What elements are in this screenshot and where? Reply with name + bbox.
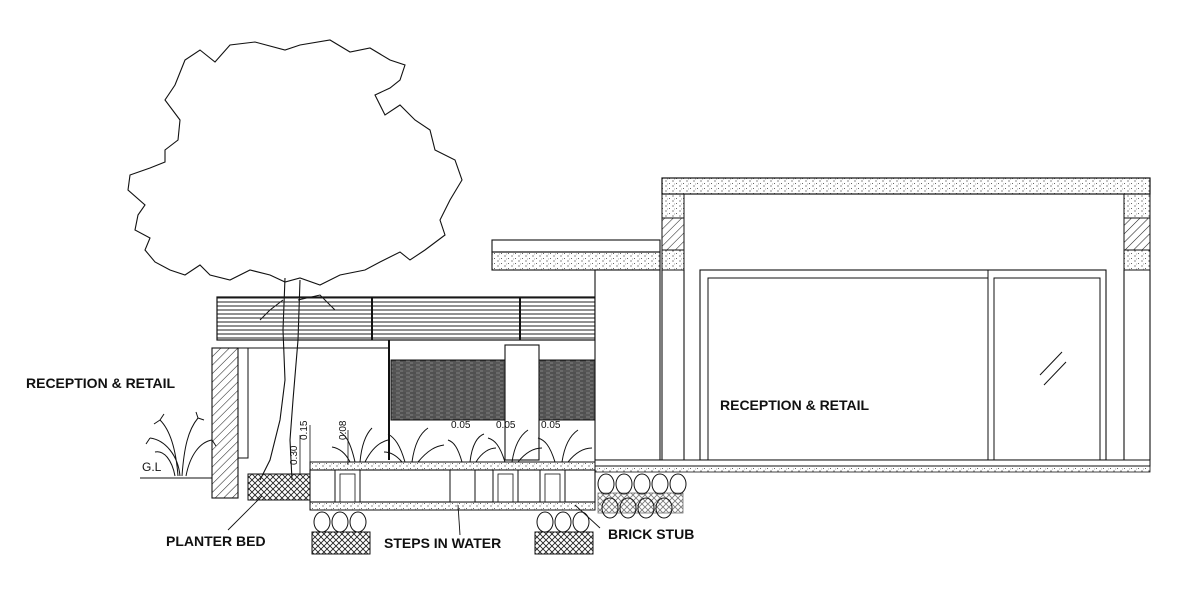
dimension-lines (299, 425, 349, 475)
tree-canopy (127, 39, 463, 286)
dim-015: 0.15 (299, 420, 310, 440)
canopy-slab (491, 239, 661, 461)
planter-bed (247, 473, 311, 501)
label-ground-level: G.L (142, 460, 162, 474)
dim-030: 0.30 (289, 445, 300, 465)
label-brick-stub: BRICK STUB (608, 526, 695, 542)
glass-storefront (699, 269, 1107, 461)
dim-005-c: 0.05 (541, 420, 561, 431)
label-steps-in-water: STEPS IN WATER (384, 535, 502, 551)
pergola (216, 296, 596, 341)
footings (311, 492, 684, 555)
dim-005-a: 0.05 (451, 420, 471, 431)
left-wall (211, 347, 388, 499)
water-wall (390, 359, 596, 421)
leader-lines (227, 495, 601, 536)
building (661, 177, 1151, 460)
water-plants (331, 427, 593, 463)
palm-plant (145, 411, 217, 477)
label-planter-bed: PLANTER BED (166, 533, 266, 549)
label-reception-retail-right: RECEPTION & RETAIL (720, 397, 870, 413)
dim-005-b: 0.05 (496, 420, 516, 431)
dim-008: 0.08 (338, 420, 349, 440)
label-reception-retail-left: RECEPTION & RETAIL (26, 375, 176, 391)
pool-basin (309, 461, 596, 511)
